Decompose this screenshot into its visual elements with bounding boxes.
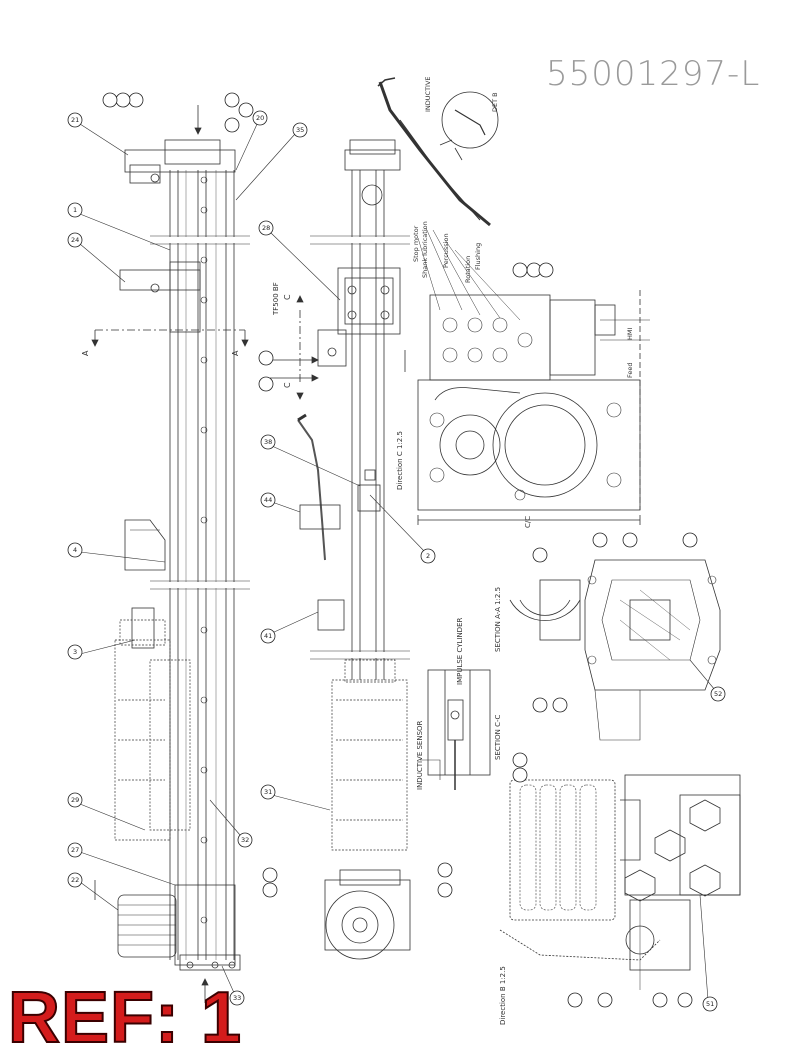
callout-label: 27	[71, 846, 79, 854]
callout-balloon: 38	[260, 434, 361, 487]
callout-label: 29	[71, 796, 79, 804]
label-section-aa: SECTION A-A 1:2.5	[494, 587, 502, 652]
function-rotation: Rotation	[464, 256, 472, 283]
callout-label: 4	[73, 546, 77, 554]
callout-label: 31	[264, 788, 272, 796]
section-c-markers: C C	[270, 294, 319, 400]
callout-balloon: 1	[67, 202, 171, 251]
function-percussion: Percussion	[442, 233, 450, 268]
label-inductive: INDUCTIVE	[424, 76, 432, 112]
part-note: TF500 BF	[272, 282, 280, 316]
callout-label: 28	[262, 224, 270, 232]
function-flushing: Flushing	[474, 243, 482, 270]
svg-text:A: A	[231, 350, 240, 356]
callout-label: 20	[256, 114, 264, 122]
callout-balloon: 2	[369, 494, 436, 564]
callout-label: 38	[264, 438, 272, 446]
callout-label: 24	[71, 236, 79, 244]
callout-balloon: 41	[260, 611, 319, 644]
label-direction-b: Direction B 1:2.5	[499, 966, 507, 1025]
callout-balloon: 4	[67, 542, 166, 563]
label-hmi: HMI	[626, 328, 634, 340]
callout-balloon: 32	[209, 799, 253, 848]
ref-label: REF: 1	[7, 978, 243, 1058]
callout-label: 22	[71, 876, 79, 884]
callout-balloon: 44	[260, 492, 301, 513]
callout-balloon: 22	[67, 872, 119, 911]
feed-beam-middle	[297, 139, 411, 960]
document-number: 55001297-L	[546, 54, 761, 94]
label-feed: Feed	[626, 362, 634, 378]
label-impulse-cylinder: IMPULSE CYLINDER	[456, 618, 464, 685]
callout-balloon: 29	[67, 792, 146, 831]
inductive-detail	[377, 77, 499, 227]
callout-label: 52	[714, 690, 722, 698]
svg-text:A: A	[81, 350, 90, 356]
extra-balloons	[102, 92, 698, 1008]
callout-balloon: 20	[235, 110, 268, 171]
callout-label: 41	[264, 632, 272, 640]
callout-balloon: 21	[67, 112, 129, 156]
callouts: 21 1 24 4 3 27 22 29 32 33 35 20 2 28 31…	[67, 110, 726, 1012]
callout-balloon: 33	[221, 965, 245, 1006]
callout-label: 2	[426, 552, 430, 560]
function-stop-motor: Stop motor	[412, 225, 420, 262]
callout-balloon: 3	[67, 639, 136, 660]
callout-label: 51	[706, 1000, 714, 1008]
callout-label: 1	[73, 206, 77, 214]
section-a-markers: A A	[81, 105, 249, 1003]
feed-beam-left	[94, 139, 250, 971]
label-det-b: DET B	[491, 92, 499, 112]
callout-label: 3	[73, 648, 77, 656]
callout-label: 44	[264, 496, 272, 504]
label-section-cc: SECTION C-C	[494, 715, 502, 760]
callout-label: 33	[233, 994, 241, 1002]
label-direction-c: Direction C 1:2.5	[396, 431, 404, 490]
callout-label: 35	[296, 126, 304, 134]
dimension-cc: C/C	[524, 516, 532, 528]
function-list: Stop motor Shank lubrication Percussion …	[412, 221, 482, 283]
direction-b-view	[499, 774, 741, 990]
callout-balloon: 52	[689, 659, 726, 702]
function-shank-lubrication: Shank lubrication	[421, 221, 429, 278]
svg-text:C: C	[283, 294, 292, 300]
section-cc-view	[420, 669, 491, 790]
callout-balloon: 35	[235, 122, 308, 201]
label-inductive-sensor: INDUCTIVE SENSOR	[416, 720, 424, 790]
callout-balloon: 24	[67, 232, 126, 283]
svg-text:C: C	[283, 382, 292, 388]
callout-balloon: 51	[699, 894, 718, 1012]
callout-label: 21	[71, 116, 79, 124]
callout-balloon: 28	[258, 220, 341, 301]
callout-balloon: 27	[67, 842, 176, 886]
callout-label: 32	[241, 836, 249, 844]
direction-c-view	[404, 227, 650, 525]
callout-balloon: 31	[260, 784, 331, 811]
